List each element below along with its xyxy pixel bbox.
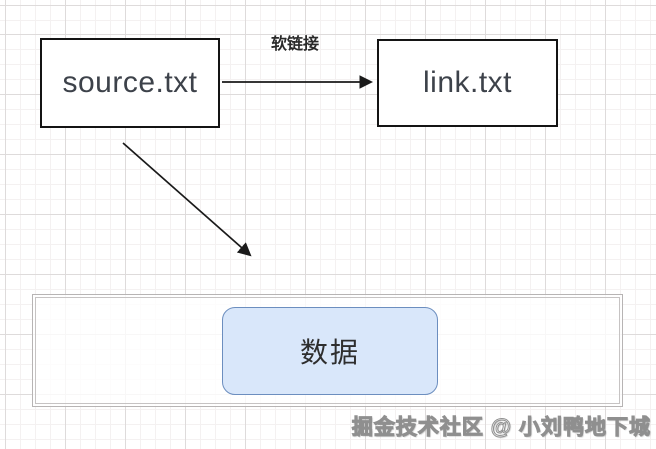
source-file-node: source.txt — [40, 38, 220, 128]
watermark-text: 掘金技术社区 @ 小刘鸭地下城 — [351, 416, 651, 440]
data-storage-container-inner-border — [35, 297, 620, 404]
data-node: 数据 — [222, 307, 438, 395]
source-file-label: source.txt — [62, 66, 198, 99]
link-file-node: link.txt — [377, 39, 558, 127]
softlink-edge-label: 软链接 — [270, 36, 319, 53]
data-node-label: 数据 — [299, 337, 360, 368]
source-to-data-arrow — [122, 142, 252, 257]
link-file-label: link.txt — [422, 66, 513, 99]
